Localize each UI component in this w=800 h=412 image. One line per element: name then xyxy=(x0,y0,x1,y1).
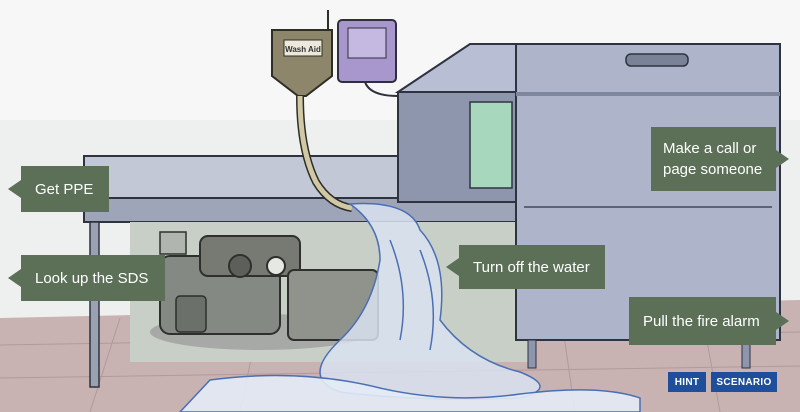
make-call-button[interactable]: Make a call or page someone xyxy=(651,127,789,191)
right-arrow-icon xyxy=(776,150,789,168)
hose xyxy=(297,95,353,211)
make-call-label: Make a call or page someone xyxy=(663,140,763,178)
left-arrow-icon xyxy=(8,269,21,287)
hint-button[interactable]: HINT xyxy=(668,372,706,392)
look-up-sds-button[interactable]: Look up the SDS xyxy=(8,255,165,301)
pull-fire-alarm-button[interactable]: Pull the fire alarm xyxy=(629,297,789,345)
pump-motor xyxy=(150,231,379,350)
turn-off-water-button[interactable]: Turn off the water xyxy=(446,245,605,289)
pull-fire-alarm-label: Pull the fire alarm xyxy=(643,312,760,330)
scenario-button[interactable]: SCENARIO xyxy=(711,372,777,392)
left-arrow-icon xyxy=(446,258,459,276)
water-spill xyxy=(178,202,641,412)
chemical-dispenser xyxy=(337,19,399,97)
soap-dispenser: Wash Aid xyxy=(271,10,333,97)
soap-label: Wash Aid xyxy=(285,45,321,54)
left-arrow-icon xyxy=(8,180,21,198)
turn-off-water-label: Turn off the water xyxy=(473,258,590,276)
look-up-sds-label: Look up the SDS xyxy=(35,269,149,287)
dishwasher-machine xyxy=(394,43,781,369)
counter-leg-left xyxy=(89,221,100,388)
get-ppe-button[interactable]: Get PPE xyxy=(8,166,109,212)
right-arrow-icon xyxy=(776,312,789,330)
get-ppe-label: Get PPE xyxy=(35,180,94,198)
